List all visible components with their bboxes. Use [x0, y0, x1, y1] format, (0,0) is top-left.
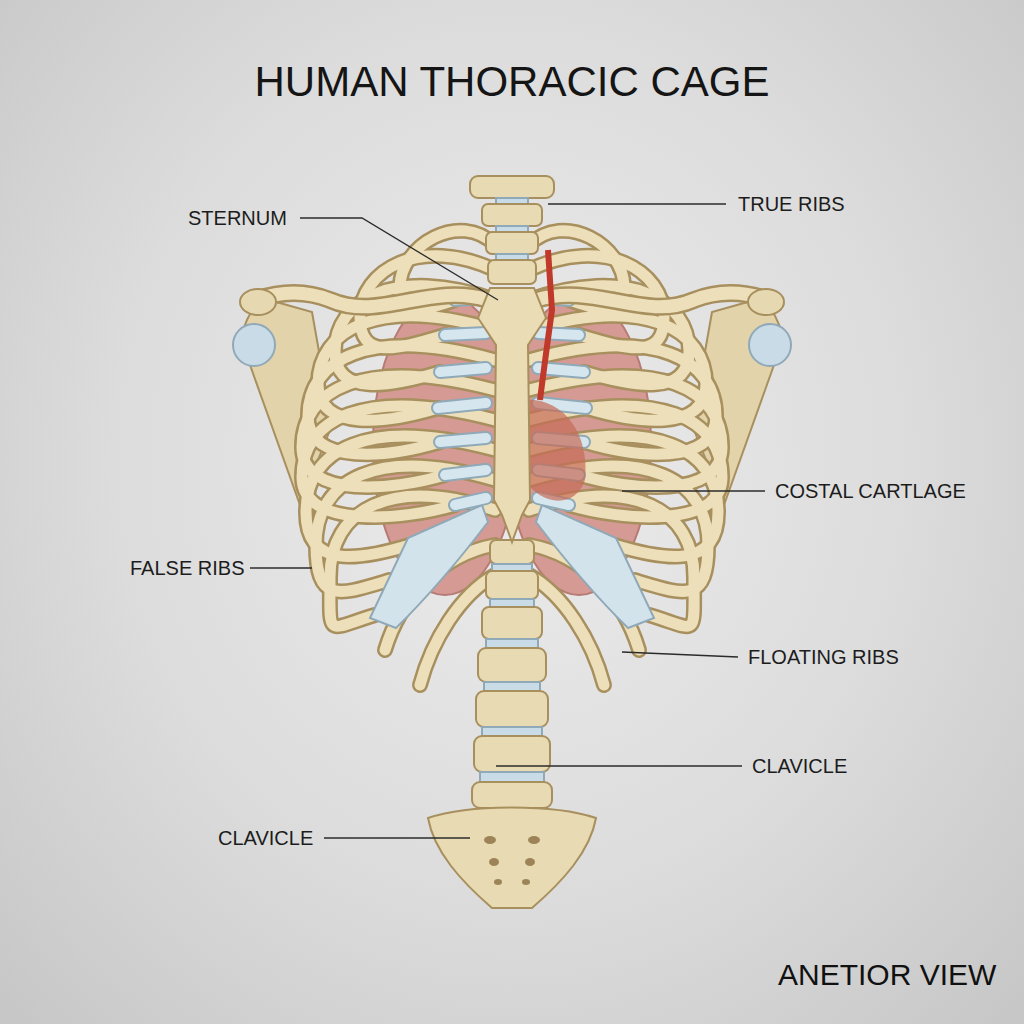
- leader-line: [622, 652, 738, 657]
- sternum: [478, 288, 546, 542]
- leader-line: [496, 765, 742, 766]
- view-caption: ANETIOR VIEW: [778, 957, 996, 993]
- leader-line: [548, 203, 726, 204]
- sacral-foramina: [484, 836, 540, 885]
- leader-line: [324, 837, 470, 838]
- part-label: CLAVICLE: [752, 754, 847, 778]
- costal-margin: [370, 505, 488, 628]
- clavicle: [255, 293, 488, 307]
- sacrum: [428, 808, 596, 909]
- right-half: [507, 231, 791, 685]
- clavicle-fill: [255, 293, 488, 307]
- costal-cartilage: [438, 298, 486, 505]
- part-label: COSTAL CARTLAGE: [775, 479, 966, 503]
- costal-cartilage-fill: [438, 298, 486, 505]
- part-label: FLOATING RIBS: [748, 645, 899, 669]
- leader-line: [250, 567, 312, 568]
- spine: [470, 176, 554, 808]
- leader-line: [622, 490, 765, 491]
- left-half: [233, 231, 517, 685]
- part-label: TRUE RIBS: [738, 192, 845, 216]
- diagram-title: HUMAN THORACIC CAGE: [0, 58, 1024, 106]
- part-label: CLAVICLE: [218, 826, 313, 850]
- part-label: FALSE RIBS: [130, 556, 245, 580]
- humeral-head: [233, 324, 275, 366]
- acromion: [240, 289, 276, 315]
- part-label: STERNUM: [188, 206, 287, 230]
- leader-line: [300, 218, 498, 300]
